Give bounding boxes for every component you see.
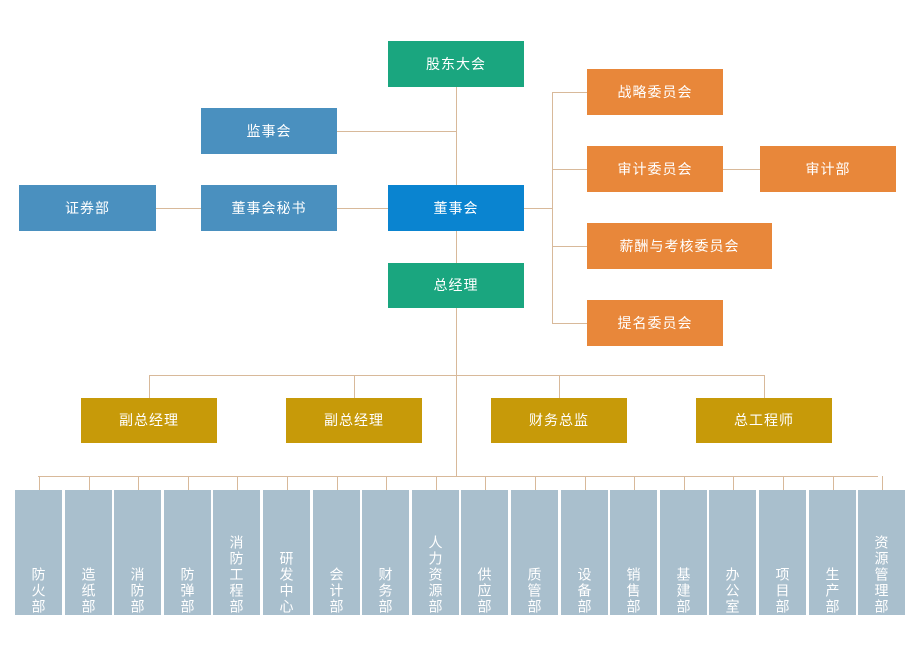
connector-drop-department-9 (436, 476, 437, 490)
connector-drop-department-2 (89, 476, 90, 490)
connector-drop-executive-2 (354, 375, 355, 398)
connector-board-to-gm (456, 231, 457, 263)
connector-stub-audit (552, 169, 587, 170)
node-executive-2[interactable]: 副总经理 (286, 398, 422, 443)
node-department-4[interactable]: 防弹部 (164, 490, 211, 615)
node-general-manager[interactable]: 总经理 (388, 263, 524, 308)
connector-committees-trunk (552, 92, 553, 324)
node-department-10[interactable]: 供应部 (461, 490, 508, 615)
node-department-2[interactable]: 造纸部 (65, 490, 112, 615)
node-department-6[interactable]: 研发中心 (263, 490, 310, 615)
connector-drop-department-8 (386, 476, 387, 490)
node-department-17[interactable]: 生产部 (809, 490, 856, 615)
node-department-1[interactable]: 防火部 (15, 490, 62, 615)
node-board-secretary[interactable]: 董事会秘书 (201, 185, 337, 231)
node-executive-1[interactable]: 副总经理 (81, 398, 217, 443)
connector-drop-executive-1 (149, 375, 150, 398)
connector-drop-department-4 (188, 476, 189, 490)
connector-drop-department-7 (337, 476, 338, 490)
node-department-12[interactable]: 设备部 (561, 490, 608, 615)
connector-drop-department-5 (237, 476, 238, 490)
node-department-5[interactable]: 消防工程部 (213, 490, 260, 615)
node-department-8[interactable]: 财务部 (362, 490, 409, 615)
connector-drop-department-13 (634, 476, 635, 490)
node-department-11[interactable]: 质管部 (511, 490, 558, 615)
connector-gm-trunk (456, 308, 457, 476)
connector-stub-remuneration (552, 246, 587, 247)
connector-departments-bar (38, 476, 878, 477)
connector-drop-department-10 (485, 476, 486, 490)
connector-drop-department-11 (535, 476, 536, 490)
connector-audit-committee-to-audit-dept (723, 169, 760, 170)
node-audit-department[interactable]: 审计部 (760, 146, 896, 192)
connector-executives-bar (149, 375, 764, 376)
node-department-16[interactable]: 项目部 (759, 490, 806, 615)
node-department-9[interactable]: 人力资源部 (412, 490, 459, 615)
connector-drop-department-14 (684, 476, 685, 490)
connector-stub-nomination (552, 323, 587, 324)
connector-stub-strategy (552, 92, 587, 93)
node-department-3[interactable]: 消防部 (114, 490, 161, 615)
connector-securities-to-secretary (156, 208, 201, 209)
node-remuneration-committee[interactable]: 薪酬与考核委员会 (587, 223, 772, 269)
node-board-of-directors[interactable]: 董事会 (388, 185, 524, 231)
connector-drop-executive-4 (764, 375, 765, 398)
node-executive-3[interactable]: 财务总监 (491, 398, 627, 443)
node-strategy-committee[interactable]: 战略委员会 (587, 69, 723, 115)
node-securities-department[interactable]: 证券部 (19, 185, 156, 231)
node-nomination-committee[interactable]: 提名委员会 (587, 300, 723, 346)
node-executive-4[interactable]: 总工程师 (696, 398, 832, 443)
connector-drop-department-6 (287, 476, 288, 490)
node-department-14[interactable]: 基建部 (660, 490, 707, 615)
connector-shareholders-down (456, 87, 457, 208)
connector-drop-department-15 (733, 476, 734, 490)
node-department-18[interactable]: 资源管理部 (858, 490, 905, 615)
node-department-7[interactable]: 会计部 (313, 490, 360, 615)
connector-drop-department-18 (882, 476, 883, 490)
connector-drop-department-16 (783, 476, 784, 490)
connector-drop-department-12 (585, 476, 586, 490)
connector-drop-department-3 (138, 476, 139, 490)
connector-secretary-to-board (337, 208, 388, 209)
connector-drop-department-1 (39, 476, 40, 490)
connector-drop-executive-3 (559, 375, 560, 398)
connector-drop-department-17 (833, 476, 834, 490)
connector-supervisory-to-trunk (337, 131, 456, 132)
node-supervisory-board[interactable]: 监事会 (201, 108, 337, 154)
node-department-13[interactable]: 销售部 (610, 490, 657, 615)
node-shareholders-meeting[interactable]: 股东大会 (388, 41, 524, 87)
node-department-15[interactable]: 办公室 (709, 490, 756, 615)
connector-board-to-committees (524, 208, 552, 209)
node-audit-committee[interactable]: 审计委员会 (587, 146, 723, 192)
